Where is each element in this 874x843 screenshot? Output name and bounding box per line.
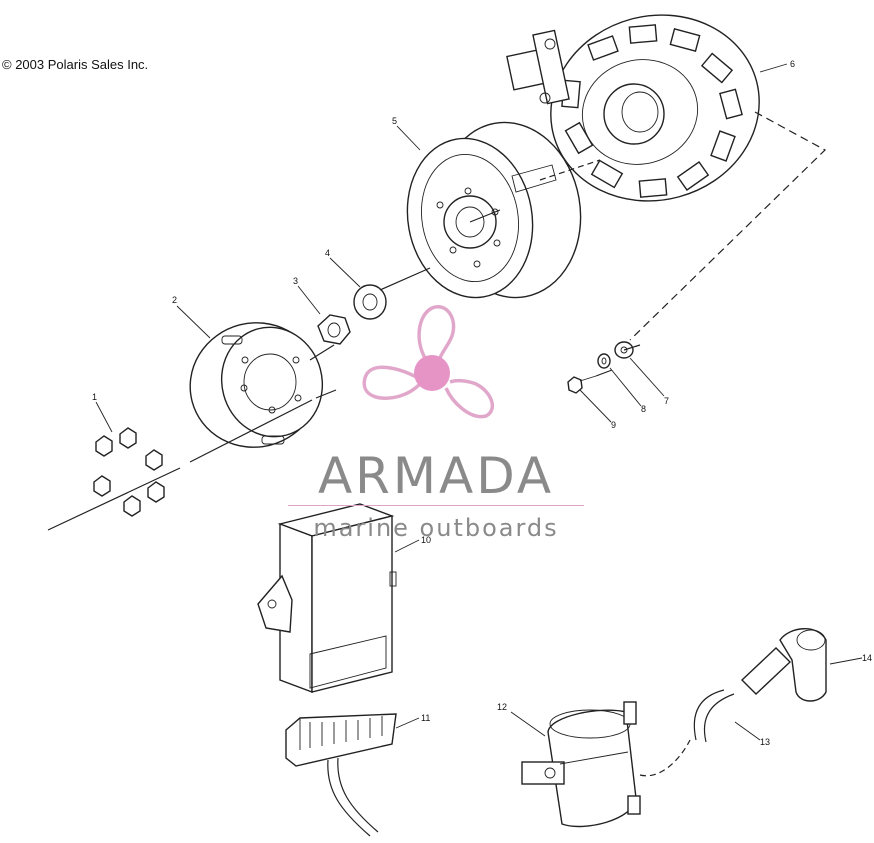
callout-12: 12 [497,702,507,712]
callout-6: 6 [790,59,795,69]
callout-1: 1 [92,392,97,402]
part-starter-cup [189,322,324,448]
part-stator [506,14,760,202]
callout-13: 13 [760,737,770,747]
callout-10: 10 [421,535,431,545]
callout-11: 11 [421,713,430,723]
part-flywheel [406,121,582,299]
part-washer [353,284,387,320]
part-connector [285,713,397,837]
copyright-notice: © 2003 Polaris Sales Inc. [2,57,149,72]
part-cdi-box [257,503,397,694]
callout-9: 9 [611,420,616,430]
watermark-divider [288,505,584,506]
callout-3: 3 [293,276,298,286]
callout-numbers: 1 2 3 4 5 6 7 8 9 10 11 12 13 14 [92,59,872,747]
callout-8: 8 [641,404,646,414]
watermark-brand-name: ARMADA [317,447,555,505]
callout-5: 5 [392,116,397,126]
callout-2: 2 [172,295,177,305]
callout-14: 14 [862,653,872,663]
callout-7: 7 [664,396,669,406]
watermark-propeller-logo [362,305,495,419]
callout-4: 4 [325,248,330,258]
leader-lines [47,63,863,777]
part-bolts [93,427,165,517]
part-ignition-coil [521,701,641,828]
watermark-tagline: marine outboards [313,514,559,542]
part-nut [317,314,351,345]
part-small-hardware [567,341,634,394]
part-plug-wire-and-cap [693,628,827,743]
